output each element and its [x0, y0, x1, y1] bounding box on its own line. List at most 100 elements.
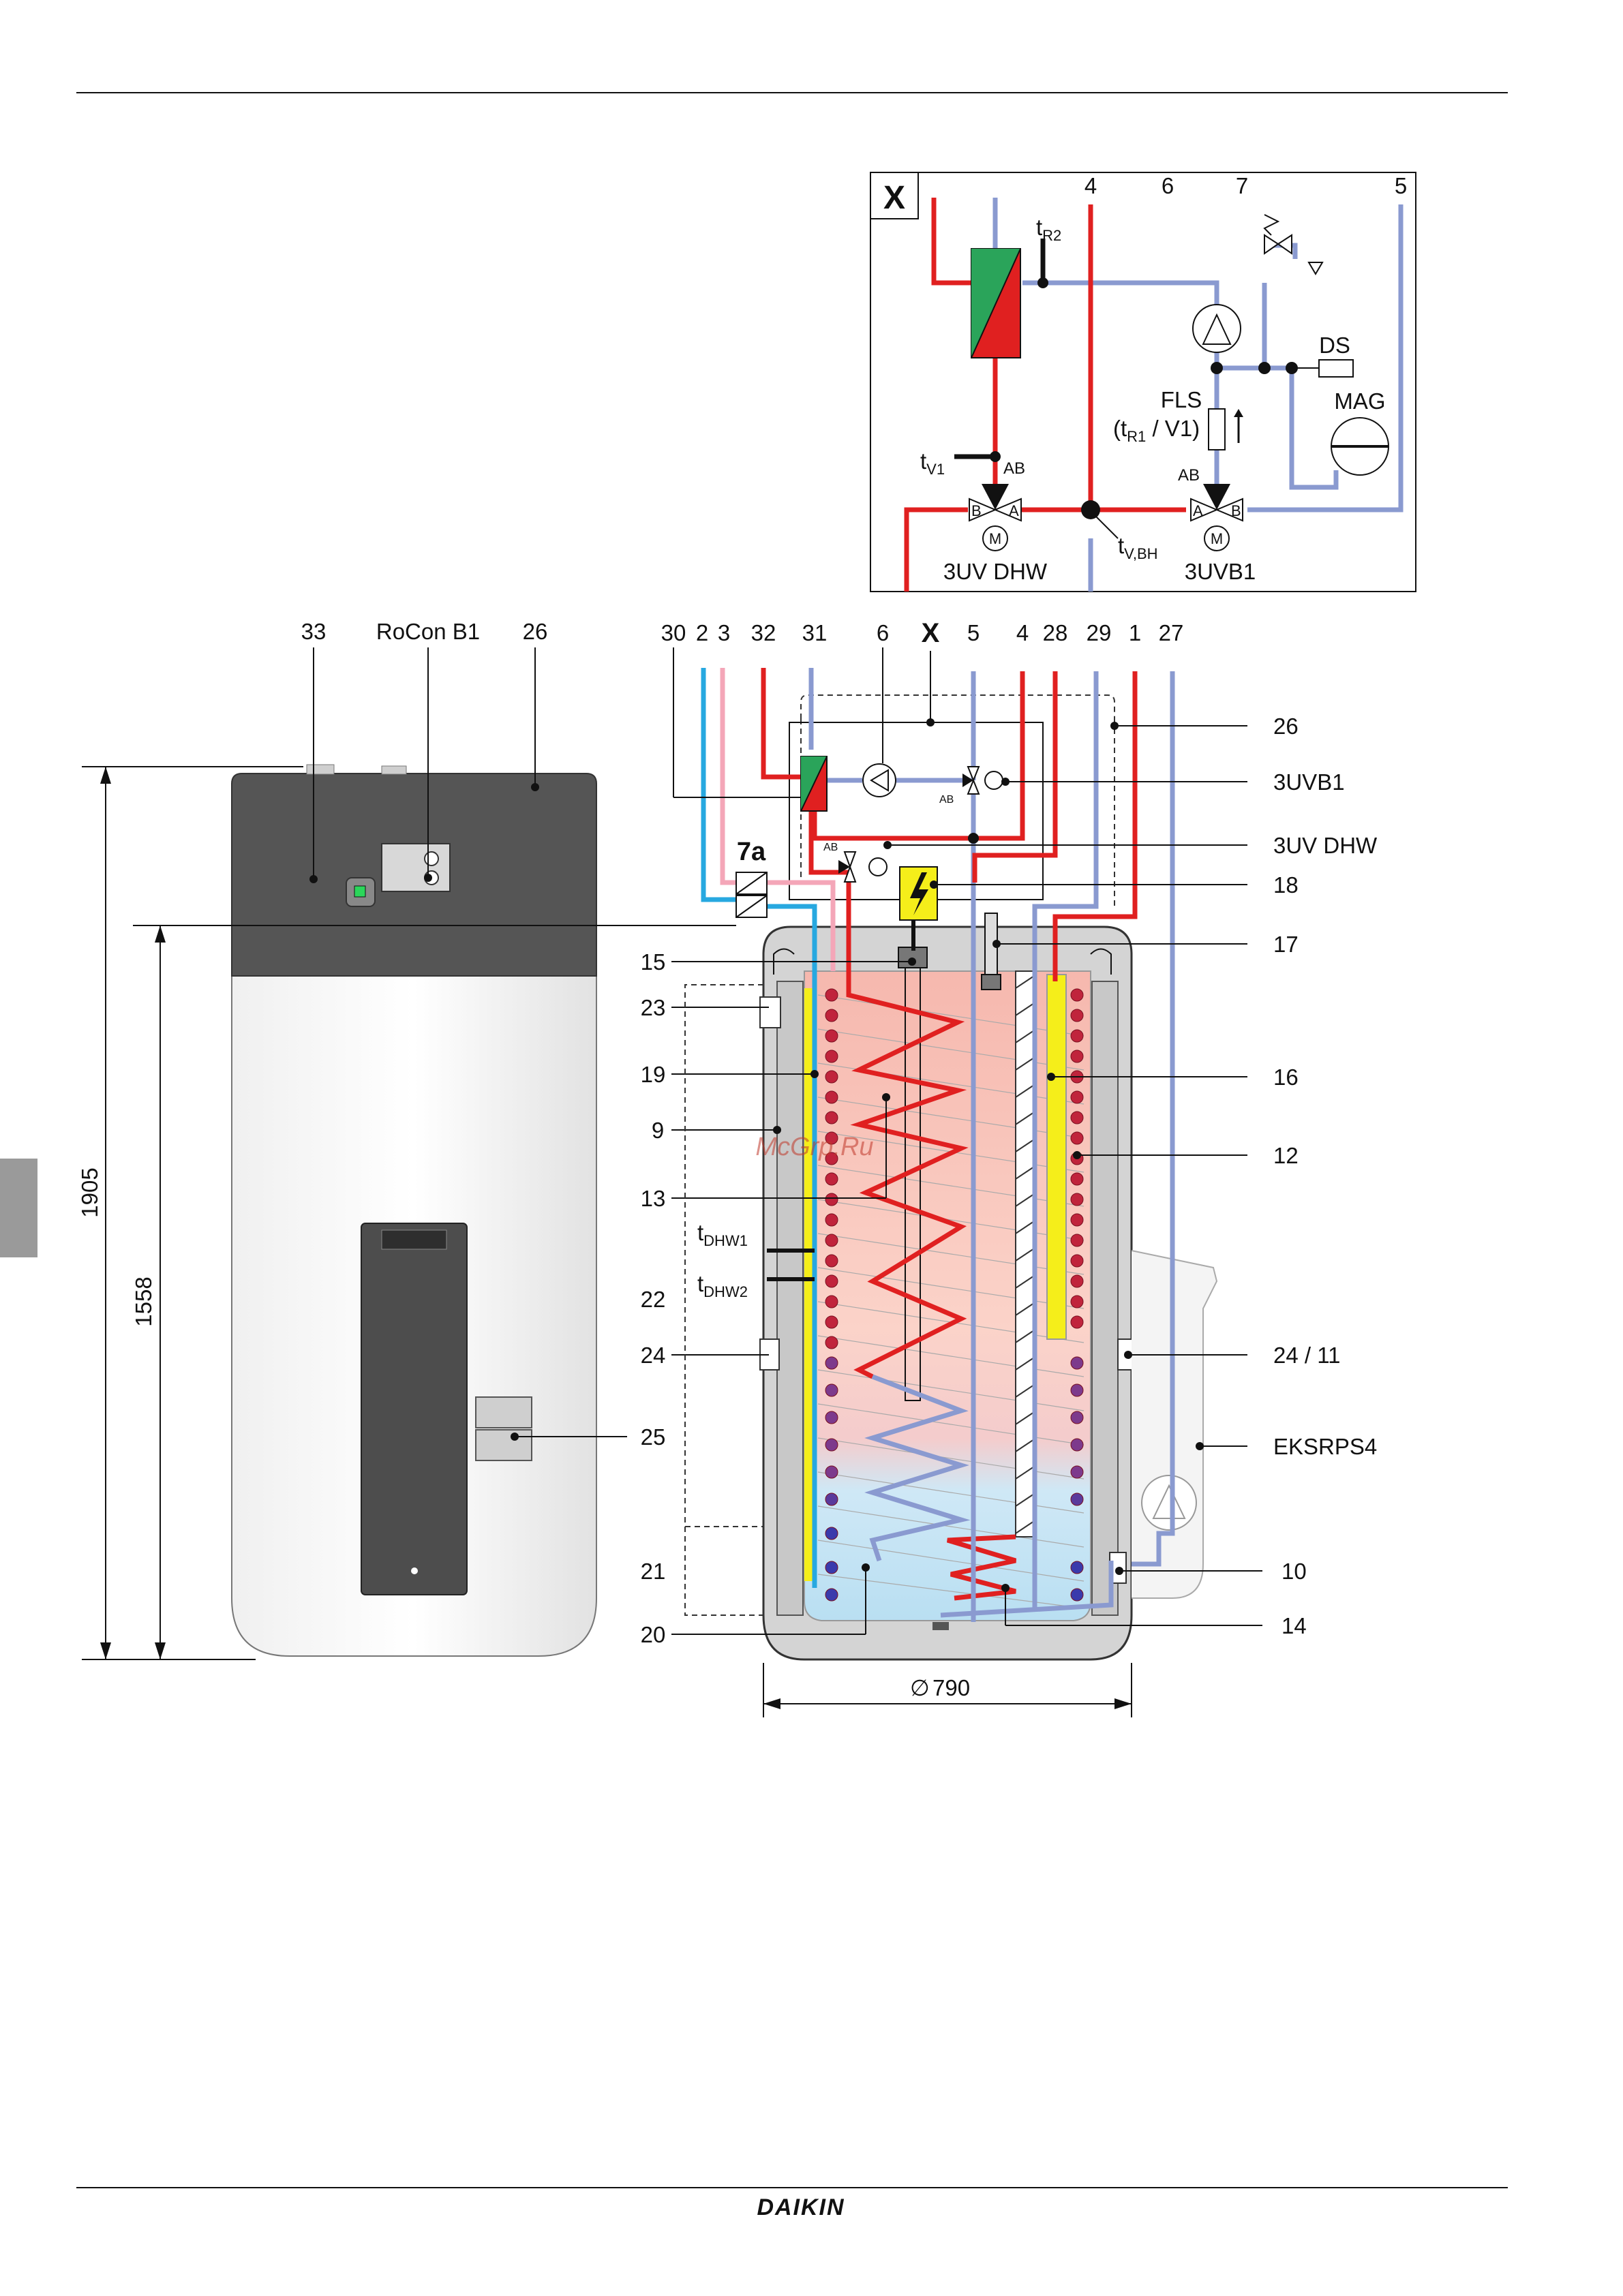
detail-node [1037, 277, 1048, 288]
detail-valve-dhw-b: B [971, 502, 982, 519]
label-17: 17 [1273, 932, 1299, 957]
conn-label-x: X [922, 618, 940, 648]
label-12: 12 [1273, 1143, 1299, 1168]
small-motor-3uvb1-icon [985, 771, 1003, 789]
front-panel-indicator [411, 1567, 418, 1574]
conn-label-30: 30 [661, 620, 686, 645]
dim-arrow [1114, 1698, 1132, 1709]
label-15: 15 [641, 949, 666, 975]
unit-top-fitting [307, 765, 334, 774]
power-switch-led [354, 886, 365, 897]
dim-arrow [155, 1642, 166, 1659]
dim-label-1558: 1558 [131, 1276, 156, 1326]
detail-ds-sensor [1319, 360, 1353, 377]
rocon-dial-icon [425, 852, 438, 866]
side-tab [0, 1159, 37, 1257]
detail-box-title: X [883, 180, 905, 216]
detail-motor-dhw-m: M [989, 530, 1001, 547]
detail-motor-b1-m: M [1211, 530, 1223, 547]
leader-dot [882, 1093, 890, 1101]
leader-dot [908, 958, 916, 966]
detail-top-label-4: 4 [1084, 173, 1097, 198]
detail-box: X 4 6 7 5 tR2 [870, 172, 1416, 592]
top-connection-labels: 30 2 3 32 31 6 X 5 4 28 29 1 27 [661, 618, 1184, 797]
leader-dot [1196, 1442, 1204, 1450]
leader-dot [511, 1433, 519, 1441]
label-14: 14 [1281, 1613, 1307, 1638]
label-16: 16 [1273, 1065, 1299, 1090]
conn-label-5: 5 [967, 620, 980, 645]
detail-label-fls: FLS [1161, 387, 1202, 412]
part-25-plate [476, 1397, 532, 1428]
tank-side-wall [777, 981, 803, 1615]
label-18: 18 [1273, 872, 1299, 898]
label-33: 33 [301, 619, 327, 644]
leader-dot [1047, 1073, 1055, 1081]
label-eksrps4: EKSRPS4 [1273, 1434, 1377, 1459]
detail-top-label-5: 5 [1395, 173, 1407, 198]
label-7a: 7a [737, 838, 766, 866]
leader-dot [883, 841, 892, 849]
label-3uvb1: 3UVB1 [1273, 769, 1345, 795]
tank-cutaway [760, 917, 1137, 1659]
leader-dot [1001, 778, 1010, 786]
detail-valve-b1-a: A [1193, 502, 1203, 519]
electric-heater-rod [1047, 975, 1066, 1339]
detail-node [1211, 362, 1223, 374]
leader-dot [1001, 1584, 1010, 1592]
label-26-right: 26 [1273, 714, 1299, 739]
label-tdhw2: tDHW2 [697, 1271, 748, 1300]
pipe-2-cold-lower [767, 906, 815, 917]
leader-dot [424, 874, 432, 882]
detail-label-ab2: AB [1178, 466, 1200, 485]
dashed-enclosure-x [801, 695, 1114, 719]
leader-dot [1124, 1351, 1132, 1359]
label-23: 23 [641, 995, 666, 1020]
detail-pump-icon [1193, 305, 1241, 352]
rocon-panel [382, 844, 450, 891]
conn-label-28: 28 [1043, 620, 1068, 645]
front-panel [361, 1223, 467, 1595]
label-tdhw1: tDHW1 [697, 1220, 748, 1249]
label-19: 19 [641, 1062, 666, 1087]
dim-label-790: 790 [932, 1675, 970, 1700]
detail-top-label-6: 6 [1162, 173, 1174, 198]
sensor-17-head [982, 975, 1001, 990]
pipe-4-hot [815, 671, 1022, 838]
watermark: McGrp.Ru [755, 1133, 873, 1161]
detail-label-ab1: AB [1003, 459, 1025, 478]
tank-bottom-nub [932, 1622, 949, 1630]
leader-dot [1110, 722, 1119, 730]
x-pump-icon [863, 764, 896, 797]
detail-box-frame [870, 172, 1416, 592]
leader-dot [926, 718, 935, 726]
leader-dot [1073, 1151, 1081, 1159]
detail-node [990, 451, 1001, 462]
connector-23 [760, 997, 780, 1028]
diameter-icon: ∅ [910, 1675, 930, 1700]
conn-label-1: 1 [1129, 620, 1141, 645]
leader-dot [992, 940, 1001, 948]
dim-label-1905: 1905 [77, 1167, 102, 1217]
leader-dot [810, 1070, 819, 1078]
small-valve-dhw-b-icon [845, 852, 855, 867]
detail-valve-dhw-a: A [1009, 502, 1019, 519]
pipe-2-cold [703, 668, 736, 900]
leader-dot [862, 1563, 870, 1572]
label-25: 25 [641, 1424, 666, 1450]
conn-label-2: 2 [696, 620, 708, 645]
eksrps4-pump-icon [1142, 1475, 1196, 1530]
detail-fls-sensor [1209, 409, 1225, 450]
label-24: 24 [641, 1343, 666, 1368]
detail-node [1258, 362, 1271, 374]
unit-top-fitting [382, 766, 406, 774]
dim-arrow [763, 1698, 780, 1709]
label-10: 10 [1281, 1559, 1307, 1584]
cold-water-yellow-strip [804, 988, 813, 1581]
detail-label-fls-sensor: (tR1 / V1) [1113, 416, 1200, 445]
label-21: 21 [641, 1559, 666, 1584]
detail-label-3uv-dhw: 3UV DHW [943, 559, 1048, 584]
label-9: 9 [652, 1118, 664, 1143]
small-motor-dhw-icon [869, 858, 887, 876]
